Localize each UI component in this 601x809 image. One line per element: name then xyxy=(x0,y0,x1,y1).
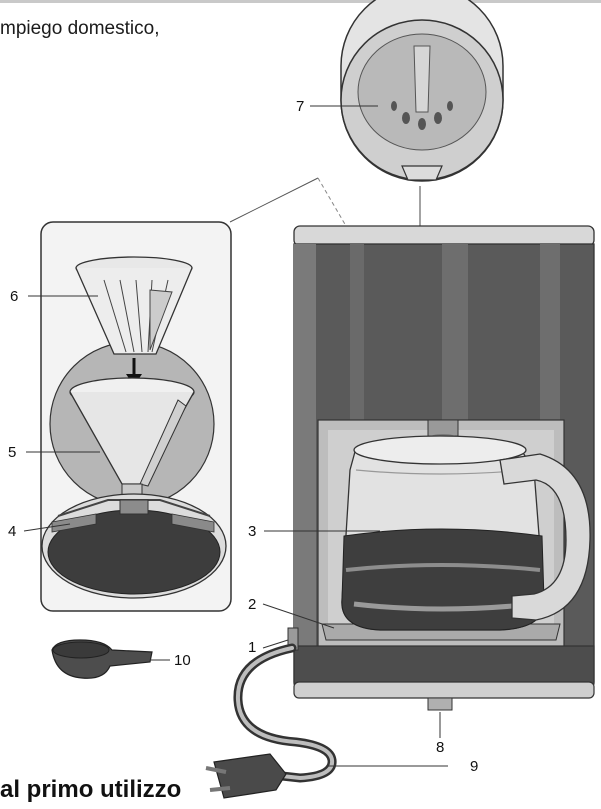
callout-label-9: 9 xyxy=(470,758,478,775)
filter-holder xyxy=(69,377,195,497)
callout-lines xyxy=(23,105,448,767)
callout-label-8: 8 xyxy=(436,739,444,756)
base-foot xyxy=(427,697,453,711)
inset-connector-dashed xyxy=(317,177,347,227)
measuring-spoon xyxy=(51,639,153,679)
callout-label-6: 6 xyxy=(10,288,18,305)
callout-label-7: 7 xyxy=(296,98,304,115)
callout-label-4: 4 xyxy=(8,523,16,540)
filter-detail-inset xyxy=(40,221,232,612)
power-cord xyxy=(205,643,337,799)
intro-text: mpiego domestico, xyxy=(0,18,160,39)
glass-carafe xyxy=(341,435,591,631)
power-plug xyxy=(205,753,287,799)
callout-label-2: 2 xyxy=(248,596,256,613)
callout-label-10: 10 xyxy=(174,652,191,669)
water-tank-lid xyxy=(340,0,504,182)
callout-label-5: 5 xyxy=(8,444,16,461)
inset-connector-line xyxy=(229,177,319,223)
section-heading: al primo utilizzo xyxy=(0,776,182,803)
drip-stop-valve xyxy=(41,493,227,599)
permanent-filter xyxy=(75,256,193,355)
callout-label-3: 3 xyxy=(248,523,256,540)
callout-label-1: 1 xyxy=(248,639,256,656)
top-rule xyxy=(0,0,601,3)
